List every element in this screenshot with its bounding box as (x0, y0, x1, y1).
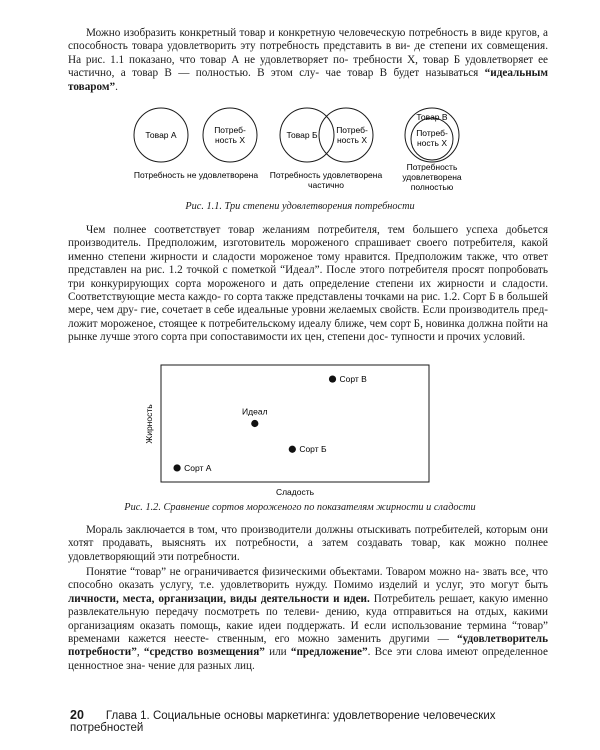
moral-paragraph: Мораль заключается в том, что производит… (68, 524, 548, 564)
text-line: Потребитель решает, какую именно развлек… (68, 592, 548, 619)
text-line: идеи поддержать. И если использование те… (68, 619, 549, 646)
intro-paragraph: Можно изобразить конкретный товар и конк… (68, 27, 548, 94)
need-x-label: ность X (337, 135, 367, 145)
text-line: чение для разных лиц. (148, 659, 255, 672)
point-label: Сорт В (340, 374, 368, 384)
text-line: которым они хотят продавать, выяснять их… (68, 524, 549, 550)
product-v-label: Товар В (416, 112, 447, 122)
product-v-circle (404, 107, 460, 163)
full-caption: полностью (411, 182, 454, 192)
product-types-term: личности, места, организации, виды деяте… (68, 592, 370, 605)
text-line: Понятие “товар” не ограничивается физиче… (86, 566, 480, 578)
point-label: Сорт А (184, 463, 212, 473)
point-label: Сорт Б (299, 444, 327, 454)
text-line: требности X, товар Б удовлетворяет ее ча… (68, 53, 549, 80)
figure-1-2-caption: Рис. 1.2. Сравнение сортов мороженого по… (124, 502, 476, 513)
need-x-label: ность X (417, 138, 447, 148)
partial-caption: Потребность удовлетворена (270, 170, 383, 180)
text-line: Можно изобразить конкретный товар и конк… (86, 27, 469, 39)
need-x-circle (318, 107, 374, 163)
compensation-term: “средство (143, 646, 194, 659)
text-line: в виде кругов, а способность товара удов… (68, 27, 549, 53)
text-line: или (264, 646, 291, 659)
need-satisfier-term: “удовлетворитель потребности” (68, 633, 548, 659)
text-line: чае товар В будет называться (325, 67, 485, 80)
text-line: и услуг, это могут быть (423, 579, 548, 592)
text-line: Мораль заключается в том, что производит… (86, 524, 483, 536)
full-caption: удовлетворена (402, 172, 462, 182)
need-x-circle (410, 117, 454, 161)
text-line: . Все эти слова имеют определенное ценно… (68, 646, 549, 672)
need-x-label: ность X (215, 135, 245, 145)
text-line: добьется производитель. Предположим, изг… (68, 224, 548, 250)
partial-caption: частично (308, 180, 344, 190)
need-x-label: Потреб- (214, 125, 246, 135)
text-line: ственным, его можно заменить другими — (217, 633, 458, 646)
product-b-label: Товар Б (286, 130, 317, 140)
scatter-point (288, 445, 296, 453)
x-axis-label: Сладость (276, 487, 315, 497)
figure-1-1-diagram: Товар А Потреб- ность X Потребность не у… (133, 107, 462, 192)
unsatisfied-caption: Потребность не удовлетворена (134, 170, 258, 180)
figure-1-1-caption: Рис. 1.1. Три степени удовлетворения пот… (185, 201, 415, 212)
text-line: де степени их совмещения. На рис. 1.1 по… (68, 40, 548, 66)
text-line: потребителя, какой именно степени жирнос… (68, 237, 548, 263)
need-x-label: Потреб- (416, 128, 448, 138)
offer-term: “предложение” (290, 646, 368, 659)
compensation-term: возмещения” (197, 646, 265, 659)
text-line: дению, куда отправиться на отдых, какими… (68, 606, 549, 632)
text-line: Предположим также, что ответ представлен… (68, 250, 549, 277)
text-line: Чем полнее соответствует товар желаниям … (86, 224, 498, 236)
need-x-label: Потреб- (336, 125, 368, 135)
chapter-title: Глава 1. Социальные основы маркетинга: у… (70, 710, 496, 734)
product-concept-paragraph: Понятие “товар” не ограничивается физиче… (68, 566, 548, 673)
text-line: звать все, что способно оказать услугу, … (68, 566, 548, 592)
ice-cream-paragraph: Чем полнее соответствует товар желаниям … (68, 224, 548, 345)
product-a-circle (133, 107, 189, 163)
text-line: ложит мороженое, стоящее к потребительск… (68, 317, 465, 330)
y-axis-label: Жирность (144, 404, 154, 444)
text-line: и дать определение степени их жирности и… (68, 277, 549, 304)
scatter-point (251, 419, 259, 428)
text-line: После этого потребителя просят попробова… (68, 264, 548, 290)
text-line: тупности и прочих условий. (390, 331, 526, 344)
plot-frame (160, 364, 430, 483)
point-label: Идеал (242, 407, 268, 417)
text-line: как можно полнее удовлетворяющий эти пот… (68, 537, 548, 563)
product-b-circle (279, 107, 335, 163)
punctuation: . (115, 80, 118, 93)
text-line: го сорта также представлены точками на р… (68, 291, 548, 317)
text-line: гие, сочетает в себе идеальные уровни же… (140, 304, 549, 317)
text-line: должна пойти на рынке лучше этого сорта … (68, 317, 548, 344)
scatter-point (328, 375, 337, 383)
scatter-point (173, 464, 181, 472)
full-caption: Потребность (407, 162, 458, 172)
ideal-product-term: “идеальным товаром” (68, 67, 549, 93)
need-x-circle (202, 107, 258, 163)
page-number: 20 (70, 708, 84, 722)
product-a-label: Товар А (145, 130, 176, 140)
punctuation: , (136, 646, 144, 659)
